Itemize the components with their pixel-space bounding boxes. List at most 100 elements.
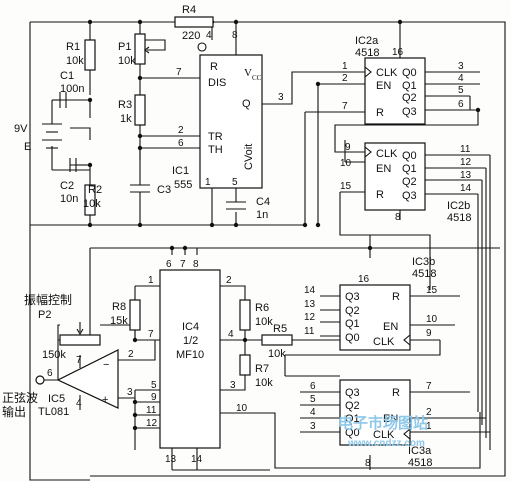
- resistor-r2: R2 10k: [83, 184, 102, 216]
- resistor-r7: R7 10k: [239, 354, 273, 389]
- potentiometer-p2: 振幅控制 P2 150k: [24, 292, 101, 361]
- p1-value: 10k: [118, 55, 136, 67]
- ic4-pin-7: 7: [180, 259, 186, 270]
- ic2b-en-label: EN: [376, 163, 391, 175]
- ic2a-pin-3: 3: [458, 61, 464, 72]
- ic2b-q1-label: Q1: [402, 163, 417, 175]
- ic4-pin-13: 13: [165, 454, 177, 465]
- ic1-vcc-sub: CC: [252, 74, 262, 82]
- r2-ref: R2: [88, 184, 102, 196]
- ic4-part: MF10: [176, 349, 204, 361]
- ic3b-pin-16: 16: [358, 274, 370, 285]
- ic5-opamp: − + 2 3 6 7 4 IC5 TL081: [38, 349, 134, 418]
- r2-value: 10k: [83, 198, 101, 210]
- output-label-1: 正弦波: [2, 390, 38, 405]
- ic3b-name: IC3b: [412, 256, 435, 268]
- ic1-pin-7: 7: [176, 67, 182, 78]
- ic3a-q1-label: Q1: [345, 413, 360, 425]
- ic4-pin-8: 8: [193, 259, 199, 270]
- r8-ref: R8: [112, 301, 126, 313]
- p2-value: 150k: [42, 349, 66, 361]
- ic2a-pin-7: 7: [342, 101, 348, 112]
- ic2a-pin-16: 16: [392, 47, 404, 58]
- ic3b-r-label: R: [392, 291, 400, 303]
- ic5-part: TL081: [38, 406, 69, 418]
- output-label-2: 输出: [2, 404, 26, 419]
- ic3a-pin-1: 1: [426, 421, 432, 432]
- battery-voltage: 9V: [14, 123, 28, 135]
- ic3b-en-label: EN: [383, 321, 398, 333]
- ic1-pin-5: 5: [232, 177, 238, 188]
- ic2b-pin-12: 12: [460, 157, 472, 168]
- ic1-pin-8: 8: [232, 30, 238, 41]
- ic3b-pin-11: 11: [304, 326, 315, 337]
- ic4-pin-14: 14: [191, 454, 203, 465]
- ic1-pin-3: 3: [278, 92, 284, 103]
- c3-ref: C3: [157, 184, 171, 196]
- r4-value: 220: [182, 30, 200, 42]
- capacitor-c3: C3: [130, 184, 171, 205]
- ic3b-q3-label: Q3: [345, 291, 360, 303]
- ic4-pin-7l: 7: [148, 329, 154, 340]
- ic3a-pin-7: 7: [426, 381, 432, 392]
- ic5-pin-2: 2: [128, 349, 134, 360]
- ic2b-pin-14: 14: [460, 183, 472, 194]
- ic4-name: IC4: [182, 321, 199, 333]
- battery-e: 9V E: [14, 123, 62, 153]
- resistor-r8: R8 15k: [110, 299, 141, 331]
- p2-title: 振幅控制: [24, 292, 72, 307]
- ic3b-pin-14: 14: [304, 285, 316, 296]
- ic4-pin-15: 11: [146, 405, 157, 416]
- watermark: 电子市场图站 www.cndzz.com: [338, 414, 428, 449]
- ic4-pin-12: 12: [146, 418, 158, 429]
- ic2b-name: IC2b: [447, 200, 470, 212]
- ic3b-4518: IC3b 4518 16 Q3 Q2 Q1 Q0 14 13 12 11 R E…: [304, 256, 438, 351]
- ic5-plus: +: [102, 394, 108, 406]
- ic1-name: IC1: [172, 165, 189, 177]
- resistor-r6: R6 10k: [239, 299, 273, 331]
- ic2b-pin-13: 13: [460, 170, 472, 181]
- ic4-pin-1: 1: [148, 275, 154, 286]
- ic1-part: 555: [174, 179, 192, 191]
- ic3b-pin-13: 13: [304, 299, 316, 310]
- ic4-pin-9: 9: [151, 392, 157, 403]
- p1-ref: P1: [118, 41, 131, 53]
- ic4-pin-6: 6: [166, 259, 172, 270]
- ic4-pin-5: 5: [151, 380, 157, 391]
- ic2b-pin-11: 11: [460, 144, 471, 155]
- ic3a-name: IC3a: [408, 445, 432, 457]
- ic2a-pin-4: 4: [458, 73, 464, 84]
- ic5-pin-3: 3: [127, 387, 133, 398]
- r1-ref: R1: [66, 41, 80, 53]
- ic3b-q2-label: Q2: [345, 305, 360, 317]
- battery-ref: E: [24, 141, 31, 153]
- ic2a-part: 4518: [355, 47, 379, 59]
- ic2a-q2-label: Q2: [402, 92, 417, 104]
- capacitor-c2: C2 10n: [52, 158, 90, 205]
- ic1-pin-1: 1: [205, 177, 211, 188]
- ic2a-r-label: R: [376, 107, 384, 119]
- ic3a-pin-4: 4: [310, 407, 316, 418]
- ic2a-q0-label: Q0: [402, 67, 417, 79]
- ic2a-pin-5: 5: [458, 85, 464, 96]
- ic2b-q2-label: Q2: [402, 176, 417, 188]
- ic3a-4518: Q3 Q2 Q1 Q0 6 5 4 3 R EN CLK 7 2 1 8 IC3…: [310, 379, 432, 469]
- r1-value: 10k: [66, 55, 84, 67]
- ic3a-r-label: R: [392, 387, 400, 399]
- ic3a-pin-5: 5: [310, 394, 316, 405]
- ic2a-pin-2: 2: [342, 73, 348, 84]
- r3-ref: R3: [118, 99, 132, 111]
- ic4-pin-10: 10: [236, 403, 248, 414]
- sine-output-terminal: 正弦波 输出: [2, 375, 45, 419]
- ic4-sub: 1/2: [183, 335, 198, 347]
- c1-ref: C1: [60, 70, 74, 82]
- ic4-pin-3: 3: [230, 380, 236, 391]
- ic5-pin-7: 7: [76, 355, 82, 366]
- ic1-pin-2: 2: [178, 125, 184, 136]
- c4-value: 1n: [256, 209, 268, 221]
- ic1-vcc-label: V: [244, 67, 252, 79]
- ic1-r-label: R: [210, 61, 218, 73]
- potentiometer-p1: P1 10k: [118, 33, 155, 67]
- ic1-th-label: TH: [208, 144, 223, 156]
- ic3b-q0-label: Q0: [345, 332, 360, 344]
